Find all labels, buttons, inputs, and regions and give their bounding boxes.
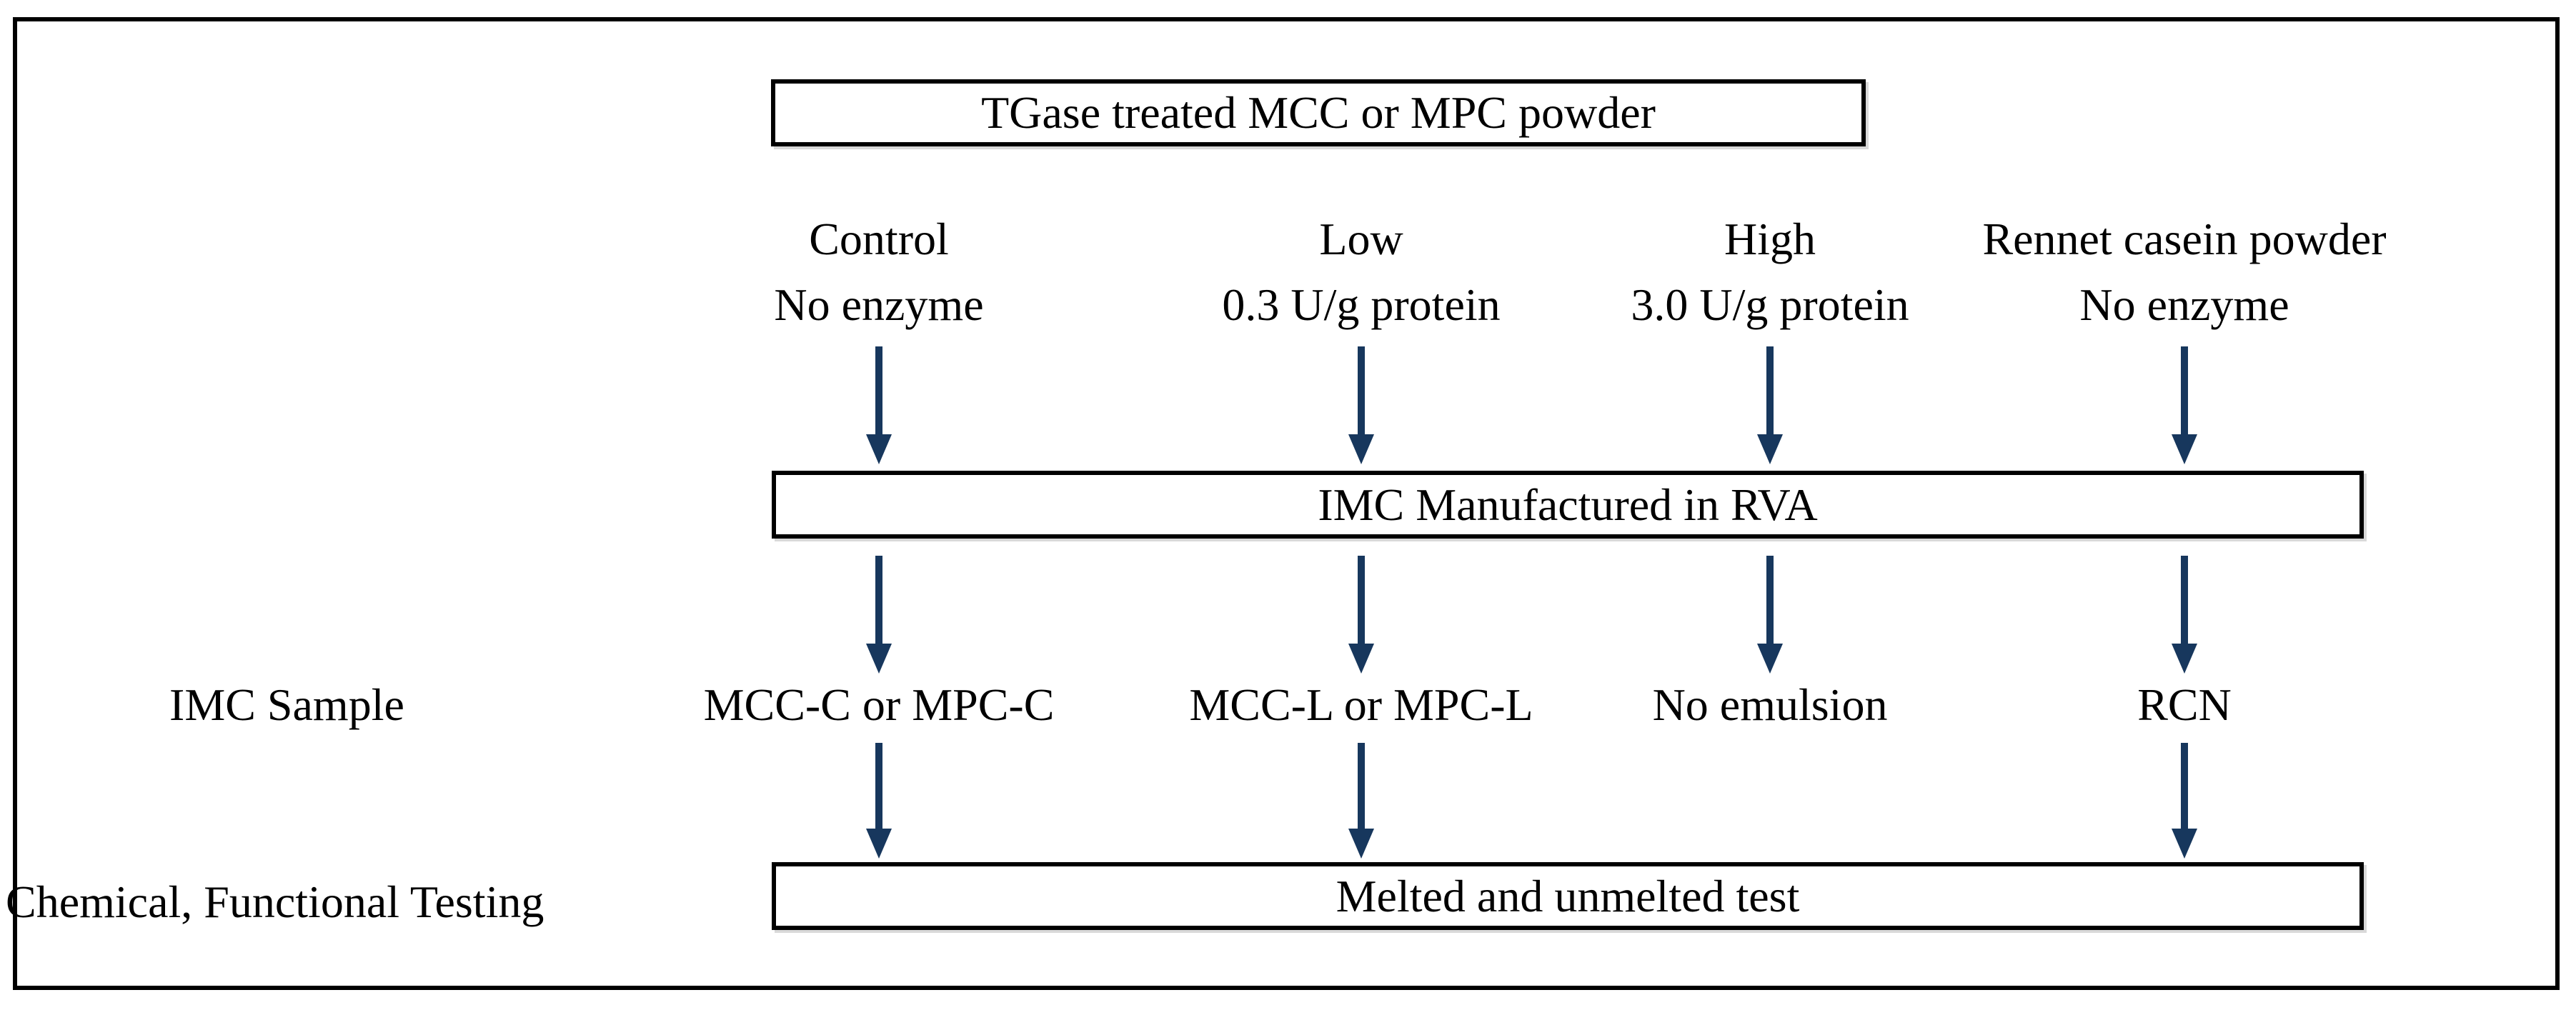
down-arrow-icon — [2172, 556, 2197, 674]
down-arrow-icon — [1757, 556, 1783, 674]
column-subtitle: 3.0 U/g protein — [1631, 279, 1909, 330]
down-arrow-icon — [1348, 346, 1374, 464]
sample-label: MCC-L or MPC-L — [1189, 679, 1533, 730]
row-label-imc-sample: IMC Sample — [169, 679, 404, 730]
column-subtitle: No enzyme — [774, 279, 984, 330]
bottom-box-melt-test: Melted and unmelted test — [772, 862, 2364, 930]
top-box-label: TGase treated MCC or MPC powder — [981, 87, 1656, 138]
down-arrow-icon — [2172, 743, 2197, 859]
top-box-tgase-powder: TGase treated MCC or MPC powder — [771, 79, 1866, 146]
column-title: Rennet casein powder — [1982, 214, 2387, 264]
figure-outer-border — [13, 17, 2560, 990]
down-arrow-icon — [866, 743, 892, 859]
sample-label: No emulsion — [1652, 679, 1888, 730]
sample-label: MCC-C or MPC-C — [703, 679, 1055, 730]
column-title: Control — [809, 214, 949, 264]
down-arrow-icon — [866, 346, 892, 464]
middle-box-label: IMC Manufactured in RVA — [1318, 479, 1818, 530]
middle-box-imc-rva: IMC Manufactured in RVA — [772, 471, 2364, 539]
down-arrow-icon — [1348, 556, 1374, 674]
column-title: High — [1724, 214, 1816, 264]
down-arrow-icon — [1348, 743, 1374, 859]
down-arrow-icon — [2172, 346, 2197, 464]
row-label-chemical-functional-testing: Chemical, Functional Testing — [6, 876, 544, 927]
sample-label: RCN — [2137, 679, 2232, 730]
column-subtitle: 0.3 U/g protein — [1222, 279, 1501, 330]
column-subtitle: No enzyme — [2079, 279, 2289, 330]
bottom-box-label: Melted and unmelted test — [1336, 870, 1800, 921]
down-arrow-icon — [1757, 346, 1783, 464]
down-arrow-icon — [866, 556, 892, 674]
column-title: Low — [1319, 214, 1403, 264]
